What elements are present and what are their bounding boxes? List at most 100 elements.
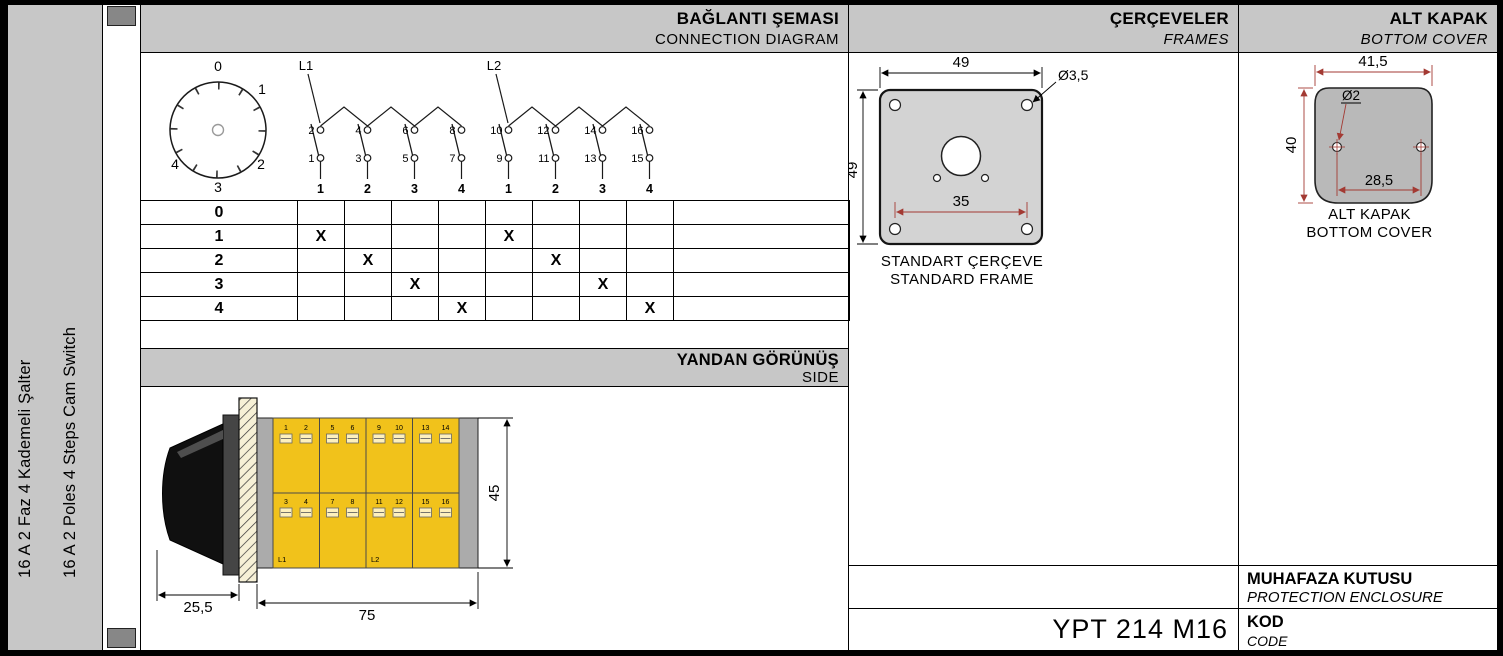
svg-text:14: 14 xyxy=(584,125,596,137)
body-l2-label: L2 xyxy=(371,555,379,564)
side-title-tr: YANDAN GÖRÜNÜŞ xyxy=(676,351,839,369)
divider xyxy=(848,608,1497,610)
table-row: 3 X X xyxy=(140,272,850,297)
empty-cell xyxy=(673,296,850,321)
contact-mark xyxy=(438,272,486,297)
side-title-en: SIDE xyxy=(801,369,839,386)
svg-text:12: 12 xyxy=(395,499,403,506)
screw-slots xyxy=(281,438,451,513)
contact-mark xyxy=(532,224,580,249)
contact-mark xyxy=(532,272,580,297)
contact-mark xyxy=(391,224,439,249)
svg-text:1: 1 xyxy=(284,425,288,432)
svg-text:1: 1 xyxy=(308,153,314,165)
dial-label: 0 xyxy=(214,58,222,74)
product-code: YPT 214 M16 xyxy=(1052,614,1228,644)
contact-mark xyxy=(532,296,580,321)
contact-mark xyxy=(344,272,392,297)
divider xyxy=(848,5,850,650)
contact-mark: X xyxy=(391,272,439,297)
cover-caption: ALT KAPAK BOTTOM COVER xyxy=(1242,206,1497,242)
svg-text:15: 15 xyxy=(422,499,430,506)
svg-text:1: 1 xyxy=(317,182,324,196)
contact-mark xyxy=(297,248,345,273)
empty-cell xyxy=(673,272,850,297)
switching-table: 0 1 X X 2 X xyxy=(140,200,850,321)
dim-knob-depth: 25,5 xyxy=(183,599,212,616)
svg-text:1: 1 xyxy=(505,182,512,196)
contact-mark: X xyxy=(626,296,674,321)
dial-label: 2 xyxy=(257,156,265,172)
dim-cover-width: 41,5 xyxy=(1358,53,1387,70)
contact-mark: X xyxy=(485,224,533,249)
svg-text:3: 3 xyxy=(284,499,288,506)
contact-mark xyxy=(626,248,674,273)
contact-mark xyxy=(579,296,627,321)
svg-text:4: 4 xyxy=(646,182,653,196)
empty-cell xyxy=(673,200,850,225)
svg-text:2: 2 xyxy=(552,182,559,196)
frame-holes xyxy=(888,98,1034,236)
frame-caption: STANDART ÇERÇEVE STANDARD FRAME xyxy=(848,253,1076,289)
dial-hub xyxy=(211,123,225,137)
contact-pairs xyxy=(310,123,654,179)
contact-mark xyxy=(391,296,439,321)
phase-label-l2: L2 xyxy=(487,58,501,73)
svg-text:11: 11 xyxy=(375,499,382,506)
contact-mark xyxy=(626,224,674,249)
frames-title-en: FRAMES xyxy=(1163,31,1229,48)
dial-label: 3 xyxy=(214,179,222,195)
position-label: 3 xyxy=(140,272,298,297)
cover-drawing: 41,5 40 Ø2 28,5 xyxy=(1283,53,1433,204)
svg-text:2: 2 xyxy=(364,182,371,196)
cover-holes xyxy=(1329,139,1429,155)
contact-mark: X xyxy=(579,272,627,297)
contact-mark: X xyxy=(344,248,392,273)
svg-text:3: 3 xyxy=(355,153,361,165)
contact-mark xyxy=(485,248,533,273)
table-row: 1 X X xyxy=(140,224,850,249)
svg-text:6: 6 xyxy=(351,425,355,432)
empty-cell xyxy=(673,248,850,273)
contact-mark: X xyxy=(438,296,486,321)
binder-mark-top xyxy=(107,6,136,26)
output-leads xyxy=(319,161,651,179)
svg-text:11: 11 xyxy=(538,153,549,165)
divider xyxy=(140,52,1497,54)
frames-title-tr: ÇERÇEVELER xyxy=(1109,9,1229,28)
product-title-english: 16 A 2 Poles 4 Steps Cam Switch xyxy=(61,326,79,578)
frame-dimension-lines xyxy=(857,67,1057,245)
contact-mark: X xyxy=(532,248,580,273)
contact-mark xyxy=(626,272,674,297)
contact-mark xyxy=(532,200,580,225)
position-label: 0 xyxy=(140,200,298,225)
contact-mark xyxy=(438,248,486,273)
contact-mark xyxy=(579,200,627,225)
contact-mark xyxy=(626,200,674,225)
cover-title-en: BOTTOM COVER xyxy=(1360,31,1488,48)
dim-frame-height: 49 xyxy=(848,162,861,179)
dim-frame-width: 49 xyxy=(953,54,970,71)
empty-cell xyxy=(673,224,850,249)
cover-dimension-lines xyxy=(1298,65,1433,204)
contact-mark xyxy=(297,200,345,225)
connection-title-tr: BAĞLANTI ŞEMASI xyxy=(676,9,839,28)
contact-mark xyxy=(391,200,439,225)
page-border-top xyxy=(0,0,1503,5)
frame-caption-en: STANDARD FRAME xyxy=(890,271,1034,288)
frame-hole-spacing-lines xyxy=(894,202,1028,218)
svg-text:7: 7 xyxy=(449,153,455,165)
enclosure-cell: MUHAFAZA KUTUSU PROTECTION ENCLOSURE xyxy=(1239,566,1497,608)
position-label: 4 xyxy=(140,296,298,321)
svg-text:3: 3 xyxy=(599,182,606,196)
svg-text:15: 15 xyxy=(631,153,643,165)
contact-mark xyxy=(344,296,392,321)
connection-diagram: 0 1 2 3 4 L1 L2 xyxy=(169,58,654,196)
contact-mark xyxy=(344,224,392,249)
svg-text:8: 8 xyxy=(351,499,355,506)
cover-title-tr: ALT KAPAK xyxy=(1389,9,1488,28)
contact-mark xyxy=(391,248,439,273)
